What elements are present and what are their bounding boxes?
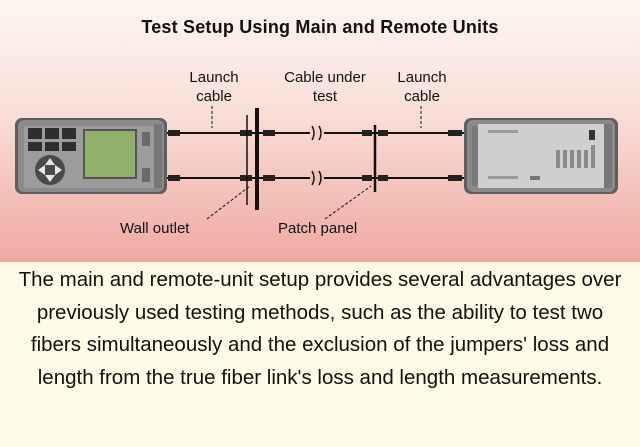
label-launch-cable-left: Launch cable xyxy=(189,69,239,105)
wall-outlet xyxy=(246,108,259,210)
wall-outlet-leader xyxy=(206,185,251,220)
caption-panel: The main and remote-unit setup provides … xyxy=(0,262,640,447)
label-patch-panel: Patch panel xyxy=(278,220,358,237)
label-wall-outlet: Wall outlet xyxy=(120,220,190,237)
label-launch-cable-right: Launch cable xyxy=(397,69,447,105)
device-screen xyxy=(83,129,137,179)
remote-indicator-bars xyxy=(556,145,595,168)
patch-panel-leader xyxy=(324,185,372,220)
nav-pad-icon xyxy=(35,155,65,185)
remote-unit xyxy=(464,118,618,194)
setup-diagram xyxy=(15,106,618,220)
lower-cable-break xyxy=(310,170,324,186)
main-unit xyxy=(15,118,167,194)
caption-text: The main and remote-unit setup provides … xyxy=(18,268,622,389)
connector-markers xyxy=(168,130,462,181)
upper-cable-break xyxy=(310,125,324,141)
diagram-title: Test Setup Using Main and Remote Units xyxy=(141,17,499,37)
label-cable-under-test: Cable under test xyxy=(284,69,366,105)
diagram-panel: Test Setup Using Main and Remote Units xyxy=(0,0,640,262)
